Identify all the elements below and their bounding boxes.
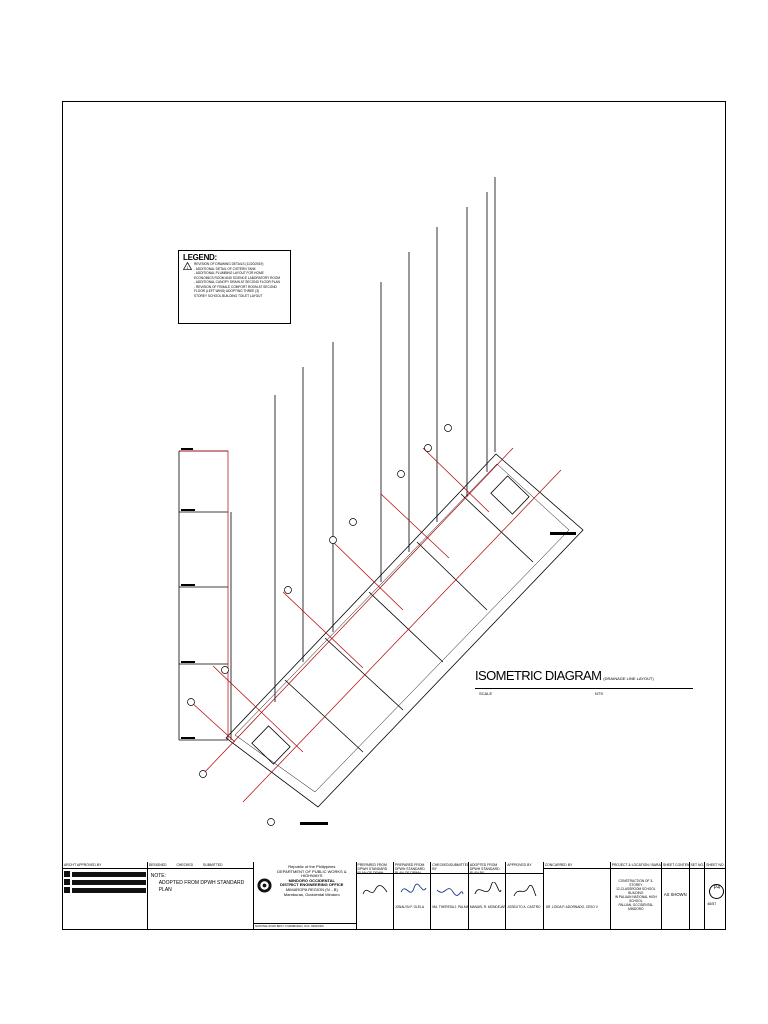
- title-block: ARCH'T APPROVED BY DESIGNED CHECKED SUBM…: [63, 862, 725, 930]
- sheet-contents-header: SHEET CONTENTS: [661, 863, 690, 869]
- signature-image: [513, 884, 537, 897]
- legend-title: LEGEND:: [183, 253, 217, 262]
- signature-image: [400, 883, 427, 893]
- sheet-contents-value: AS SHOWN: [663, 892, 687, 897]
- signatory-name: JONALYN F. OLELA: [394, 905, 424, 909]
- signatory-name: JOSELITO A. CASTRO: [507, 905, 541, 909]
- note-column: DESIGNED CHECKED SUBMITTED NOTE: ADOPTED…: [147, 862, 255, 930]
- stamp-icon: [64, 871, 70, 877]
- signatory-column: ADOPTED FROM DPWH STANDARD PLAN BY MANUE…: [468, 862, 507, 930]
- legend-line: FLOOR (LEFT WING) ADOPTING THREE (3): [194, 289, 260, 293]
- project-header: PROJECT & LOCATION / BARANGAY: [610, 863, 661, 869]
- agency-office: DISTRICT ENGINEERING OFFICE: [280, 882, 344, 888]
- drawing-title: ISOMETRIC DIAGRAM(DRAINAGE LINE LAYOUT): [475, 668, 695, 683]
- stamp-icon: [64, 879, 70, 885]
- building-inner-outline: [234, 463, 570, 793]
- stamp-icon: [64, 887, 70, 893]
- dpwh-seal-icon: [257, 878, 272, 893]
- signatory-name: MANUEL R. MONDEJAR: [469, 905, 506, 909]
- redacted-text: [72, 887, 146, 893]
- legend-box: LEGEND: 1 REVISION OF DRAWING DETAILS (1…: [178, 250, 291, 324]
- agency-city: Mamburao, Occidental Mindoro: [283, 891, 340, 897]
- signatory-header: CHECKED/SUBMITTED BY: [431, 862, 468, 874]
- project-line: PALUAN, OCCIDENTAL MINDORO: [618, 903, 654, 911]
- signatory-header: PREPARED FROM DPWH STANDARD PLAN OF DPWH: [393, 862, 431, 875]
- sheet-no-header: SHEET NO.: [705, 863, 725, 869]
- checked-label: CHECKED: [176, 863, 194, 867]
- drawing-subtitle: (DRAINAGE LINE LAYOUT): [603, 676, 654, 681]
- set-no-header: SET NO.: [689, 863, 705, 869]
- set-no-column: SET NO.: [689, 862, 706, 930]
- scale-value: NTS: [595, 691, 603, 696]
- agency-column: Republic of the Philippines DEPARTMENT O…: [254, 862, 357, 930]
- concurred-header: CONCURRED BY: [543, 862, 610, 869]
- concurred-column: CONCURRED BY DR. LOIDA P. ADORNADO, CESO…: [543, 862, 611, 930]
- revision-triangle-icon: 1: [183, 262, 192, 270]
- signatory-column: PREPARED FROM DPWH STANDARD PLAN OF DPWH…: [393, 862, 432, 930]
- redacted-text: [72, 871, 146, 877]
- agency-district: MINDORO OCCIDENTAL: [288, 877, 335, 883]
- note-label: NOTE:: [150, 873, 166, 879]
- scale-label: SCALE: [479, 691, 493, 696]
- legend-line: ECONOMICS ROOM AND SCIENCE LABORATORY RO…: [194, 275, 281, 280]
- legend-line: - REVISION OF FEMALE COMFORT ROOM AT SEC…: [194, 284, 277, 289]
- legend-line: - ADDITIONAL DETAIL OF CISTERN TANK: [194, 266, 256, 271]
- legend-heading: REVISION OF DRAWING DETAILS (11/20/2019): [194, 262, 264, 266]
- approval-header: ARCH'T APPROVED BY: [63, 862, 147, 869]
- title-underline: [475, 688, 693, 689]
- signatory-column: APPROVED BY JOSELITO A. CASTRO: [506, 862, 544, 930]
- signatory-header: ADOPTED FROM DPWH STANDARD PLAN BY: [468, 862, 506, 875]
- sheet-no-column: SHEET NO. P4 46/57: [705, 862, 725, 930]
- legend-line: - ADDITIONAL PLUMBING LAYOUT FOR HOME: [194, 271, 264, 275]
- signatory-header: PREPARED FROM DPWH STANDARD PLAN OF DPWH: [356, 862, 393, 875]
- redacted-text: [72, 879, 146, 885]
- project-line: 12-CLASSROOM SCHOOL BUILDING: [616, 887, 656, 895]
- designed-label: DESIGNED: [148, 863, 167, 867]
- signature-image: [437, 888, 464, 896]
- signature-image: [362, 885, 387, 895]
- sheet-number-badge: P4: [709, 884, 725, 899]
- legend-line: - ADDITIONAL CANOPY DRAIN AT SECOND FLOO…: [194, 280, 280, 284]
- legend-line: STOREY SCHOOL BUILDING TOILET LAYOUT: [194, 293, 263, 298]
- sheet-contents-column: SHEET CONTENTS AS SHOWN: [661, 862, 690, 930]
- drawing-sheet: LEGEND: 1 REVISION OF DRAWING DETAILS (1…: [62, 101, 726, 930]
- agency-republic: Republic of the Philippines: [288, 864, 336, 869]
- project-line: CONSTRUCTION OF 3-STOREY: [618, 879, 654, 887]
- agency-region: MIMAROPA REGION (IV - B): [285, 886, 338, 892]
- building-outline: [225, 453, 584, 808]
- concurred-name: DR. LOIDA P. ADORNADO, CESO V: [545, 905, 598, 909]
- signatory-name: MA. THERESA J. PALMA: [432, 905, 469, 909]
- drawing-title-text: ISOMETRIC DIAGRAM: [475, 668, 602, 683]
- signatory-column: CHECKED/SUBMITTED BY MA. THERESA J. PALM…: [431, 862, 469, 930]
- isometric-drainage-diagram: [178, 177, 584, 826]
- submitted-label: SUBMITTED: [203, 863, 223, 867]
- sheet-total: 46/57: [707, 902, 717, 906]
- adopted-note: ADOPTED FROM DPWH STANDARD PLAN: [158, 880, 245, 893]
- signatory-header: APPROVED BY: [506, 862, 543, 874]
- project-column: PROJECT & LOCATION / BARANGAY CONSTRUCTI…: [610, 862, 662, 930]
- sheet-number: P4: [713, 885, 720, 891]
- svg-text:1: 1: [187, 266, 189, 270]
- project-line: IN PALUAN NATIONAL HIGH SCHOOL: [614, 895, 657, 903]
- approval-column: ARCH'T APPROVED BY: [63, 862, 148, 930]
- agency-address: NATIONAL ROAD BRGY. 6 MAMBURAO, OCC. MIN…: [254, 923, 356, 930]
- signature-image: [474, 882, 502, 895]
- agency-department: DEPARTMENT OF PUBLIC WORKS & HIGHWAYS: [277, 868, 347, 879]
- signatory-column: PREPARED FROM DPWH STANDARD PLAN OF DPWH: [356, 862, 394, 930]
